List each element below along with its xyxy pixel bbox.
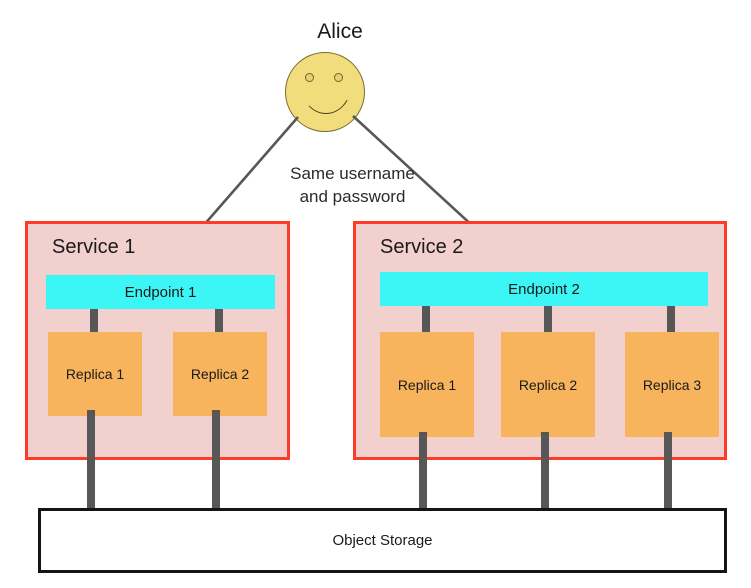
connector-endpoint-2-replica-2 xyxy=(544,306,552,332)
service-title-2: Service 2 xyxy=(380,236,464,258)
eye-left-icon xyxy=(305,73,314,82)
replica-box-1-1[interactable]: Replica 1 xyxy=(48,332,142,416)
connector-replica-2-3-to-storage xyxy=(664,432,672,511)
credentials-line-2: and password xyxy=(299,187,406,206)
eye-right-icon xyxy=(334,73,343,82)
connector-replica-1-1-to-storage xyxy=(87,410,95,511)
smiley-face-icon xyxy=(285,52,365,132)
service-box-1[interactable]: Service 1 Endpoint 1 Replica 1 Replica 2 xyxy=(25,221,290,460)
connector-replica-2-2-to-storage xyxy=(541,432,549,511)
connector-endpoint-2-replica-3 xyxy=(667,306,675,332)
object-storage-label: Object Storage xyxy=(332,532,433,549)
endpoint-bar-1[interactable]: Endpoint 1 xyxy=(46,275,275,309)
connector-endpoint-1-replica-2 xyxy=(215,309,223,334)
replica-box-1-2[interactable]: Replica 2 xyxy=(173,332,267,416)
connector-endpoint-2-replica-1 xyxy=(422,306,430,332)
replica-box-2-1[interactable]: Replica 1 xyxy=(380,332,474,437)
replica-box-2-2[interactable]: Replica 2 xyxy=(501,332,595,437)
smile-icon xyxy=(301,86,351,114)
endpoint-bar-2[interactable]: Endpoint 2 xyxy=(380,272,708,306)
connector-replica-2-1-to-storage xyxy=(419,432,427,511)
connector-replica-1-2-to-storage xyxy=(212,410,220,511)
actor-label-alice: Alice xyxy=(317,20,363,43)
connector-endpoint-1-replica-1 xyxy=(90,309,98,334)
credentials-line-1: Same username xyxy=(290,164,415,183)
service-box-2[interactable]: Service 2 Endpoint 2 Replica 1 Replica 2… xyxy=(353,221,727,460)
service-title-1: Service 1 xyxy=(52,236,136,258)
credentials-annotation: Same username and password xyxy=(245,162,460,208)
object-storage-box[interactable]: Object Storage xyxy=(38,508,727,573)
replica-box-2-3[interactable]: Replica 3 xyxy=(625,332,719,437)
